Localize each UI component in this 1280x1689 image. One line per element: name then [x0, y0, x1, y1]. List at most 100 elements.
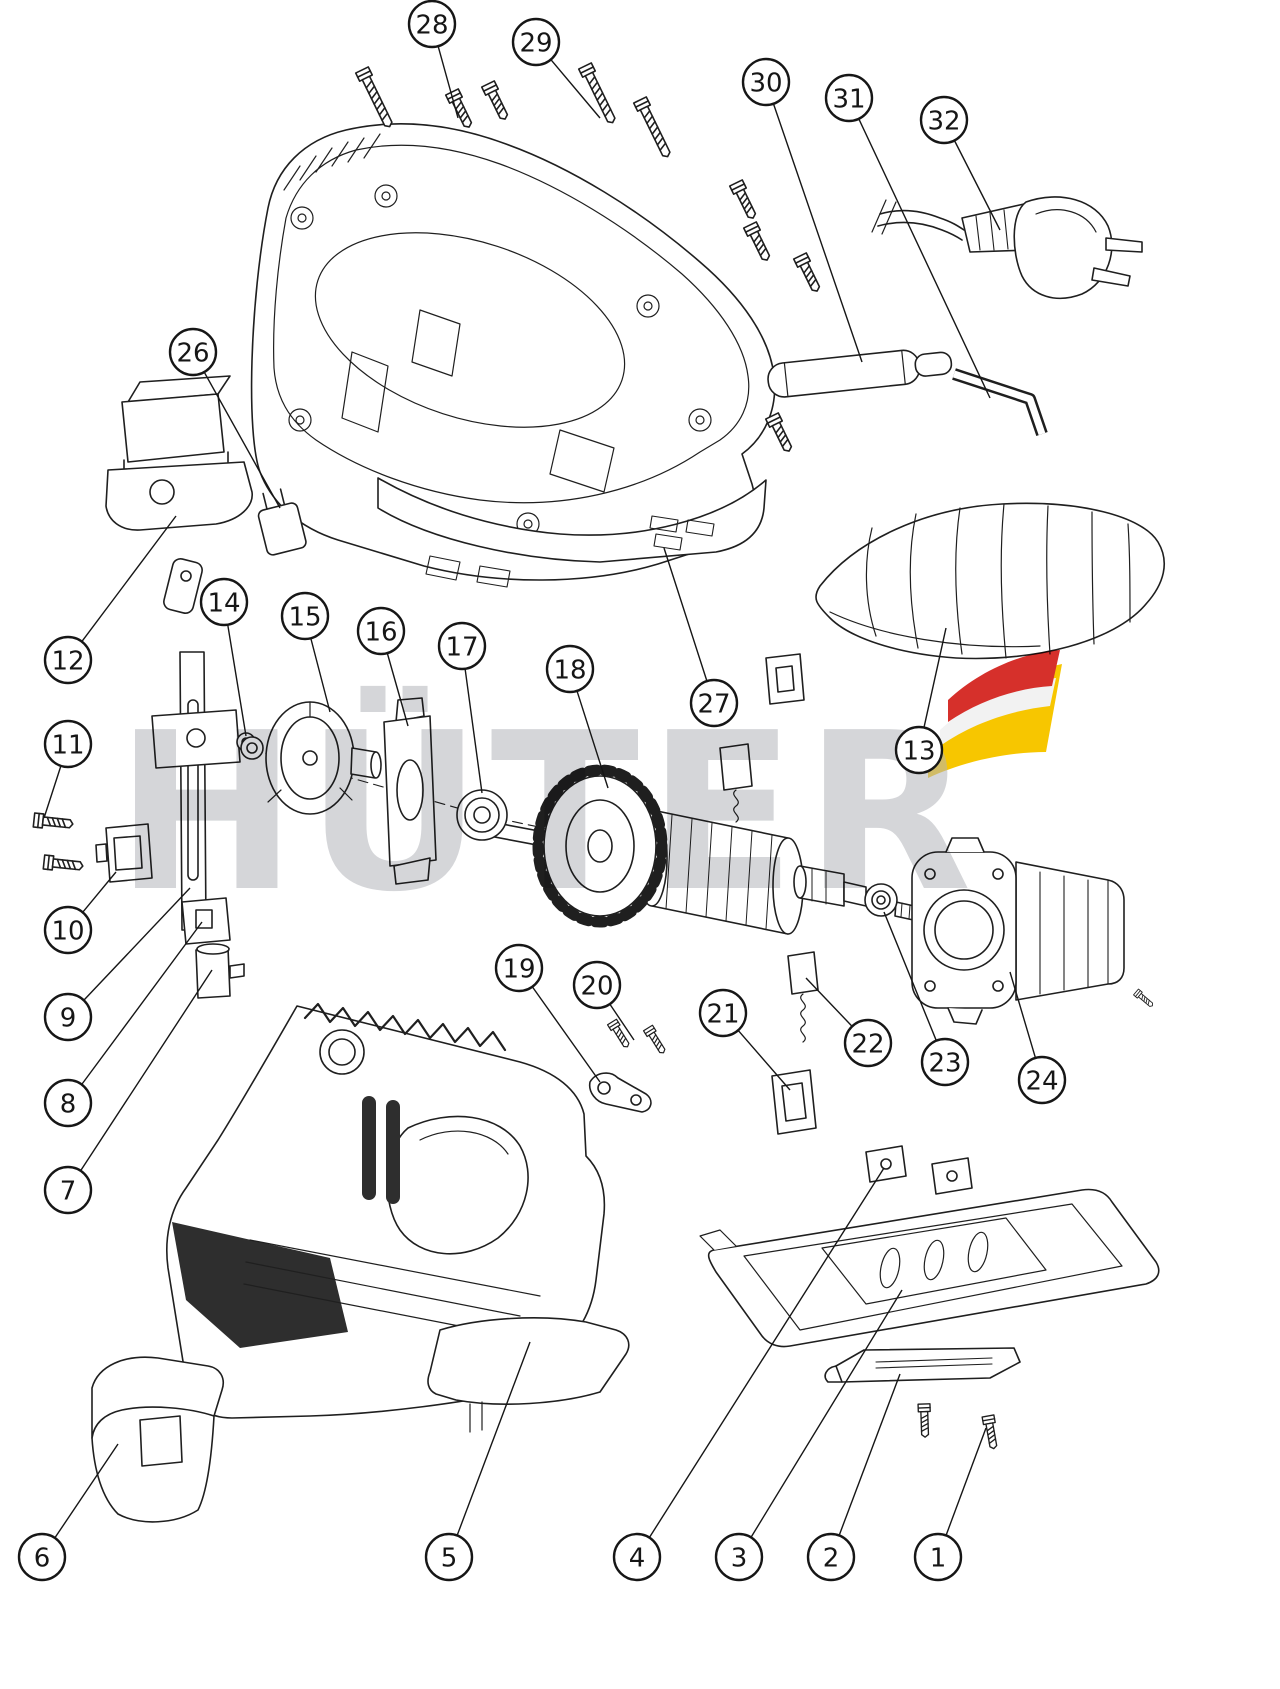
left-screws [32, 812, 85, 874]
callout-label-12: 12 [51, 646, 84, 676]
callout-leader-28 [437, 45, 459, 119]
callout-label-4: 4 [629, 1543, 646, 1573]
callout-leader-20 [609, 1003, 635, 1041]
base-screws [917, 1403, 1001, 1451]
callout-label-26: 26 [176, 338, 209, 368]
big-gear [532, 764, 668, 928]
callout-circle-16 [356, 606, 406, 656]
callout-circle-6 [17, 1532, 67, 1582]
callout-label-14: 14 [207, 588, 240, 618]
callout-label-10: 10 [51, 916, 84, 946]
callout-leader-9 [83, 887, 191, 1001]
callout-label-27: 27 [697, 689, 730, 719]
callout-leader-17 [464, 668, 483, 794]
callout-leader-10 [82, 871, 117, 913]
callout-label-23: 23 [928, 1048, 961, 1078]
callout-circle-10 [43, 905, 93, 955]
watermark-text: HÜTER [115, 686, 980, 940]
callout-circle-5 [424, 1532, 474, 1582]
callout-circle-21 [698, 988, 748, 1038]
callout-leader-32 [953, 140, 1001, 231]
callout-label-32: 32 [927, 106, 960, 136]
bearing-rear [864, 883, 898, 917]
capacitor [257, 488, 307, 556]
callout-leader-22 [805, 977, 853, 1027]
callout-circle-15 [280, 591, 330, 641]
callout-circle-23 [920, 1037, 970, 1087]
callout-leader-5 [456, 1341, 531, 1536]
callout-label-20: 20 [580, 971, 613, 1001]
callout-label-8: 8 [60, 1089, 77, 1119]
flag-logo-red [948, 650, 1060, 722]
callout-circle-1 [913, 1532, 963, 1582]
switch-assembly [105, 375, 253, 531]
callout-leader-19 [531, 986, 601, 1083]
callout-label-29: 29 [519, 28, 552, 58]
callout-circle-13 [894, 725, 944, 775]
callout-leader-8 [81, 921, 203, 1085]
callout-leader-18 [576, 690, 609, 789]
callout-label-7: 7 [60, 1176, 77, 1206]
callout-circle-27 [689, 678, 739, 728]
callout-leader-2 [838, 1373, 901, 1536]
callout-circle-7 [43, 1165, 93, 1215]
callout-circle-12 [43, 635, 93, 685]
callout-circle-31 [824, 73, 874, 123]
callout-circle-28 [407, 0, 457, 49]
callout-circle-8 [43, 1078, 93, 1128]
callout-circle-19 [494, 943, 544, 993]
callout-circle-26 [168, 327, 218, 377]
callout-label-30: 30 [749, 68, 782, 98]
callout-circle-32 [919, 95, 969, 145]
callout-circle-24 [1017, 1055, 1067, 1105]
counterweight [240, 701, 382, 815]
callout-label-15: 15 [288, 602, 321, 632]
callout-leader-7 [80, 969, 213, 1172]
callout-label-13: 13 [902, 736, 935, 766]
callout-leader-13 [923, 627, 947, 728]
callout-leader-21 [737, 1029, 791, 1091]
callout-label-5: 5 [441, 1543, 458, 1573]
cord-guard [767, 349, 953, 398]
callout-label-3: 3 [731, 1543, 748, 1573]
callout-leader-26 [203, 371, 281, 509]
callout-leader-12 [81, 515, 177, 643]
connector-block [95, 823, 153, 883]
callout-circle-17 [437, 621, 487, 671]
callout-label-28: 28 [415, 10, 448, 40]
callout-leader-24 [1009, 971, 1037, 1059]
base-plate [699, 1188, 1160, 1348]
callout-circle-18 [545, 644, 595, 694]
stator [911, 837, 1156, 1025]
support-block [383, 697, 437, 885]
upper-housing-shell [250, 123, 776, 588]
handle-cover [815, 502, 1166, 660]
callout-leader-16 [386, 652, 409, 727]
callout-leader-3 [750, 1289, 903, 1538]
hex-key [952, 368, 1048, 436]
bearing-front [456, 789, 508, 841]
callout-leader-23 [883, 911, 937, 1041]
flag-logo-white [940, 678, 1056, 746]
callout-label-16: 16 [364, 617, 397, 647]
callout-label-22: 22 [851, 1029, 884, 1059]
callout-label-18: 18 [553, 655, 586, 685]
square-nuts [865, 1145, 973, 1195]
power-cord-plug [871, 196, 1143, 300]
roller-guide-bracket [91, 1356, 224, 1523]
callout-circle-2 [806, 1532, 856, 1582]
callout-leader-6 [54, 1443, 119, 1539]
callout-circle-9 [43, 992, 93, 1042]
callout-circle-20 [572, 960, 622, 1010]
callout-label-19: 19 [502, 954, 535, 984]
callout-leader-14 [227, 624, 247, 737]
callout-leader-31 [858, 118, 991, 399]
callout-circle-3 [714, 1532, 764, 1582]
blade-guide-screws [588, 1018, 669, 1113]
callout-leader-30 [772, 103, 863, 363]
callout-circle-4 [612, 1532, 662, 1582]
callout-leader-4 [648, 1167, 885, 1538]
